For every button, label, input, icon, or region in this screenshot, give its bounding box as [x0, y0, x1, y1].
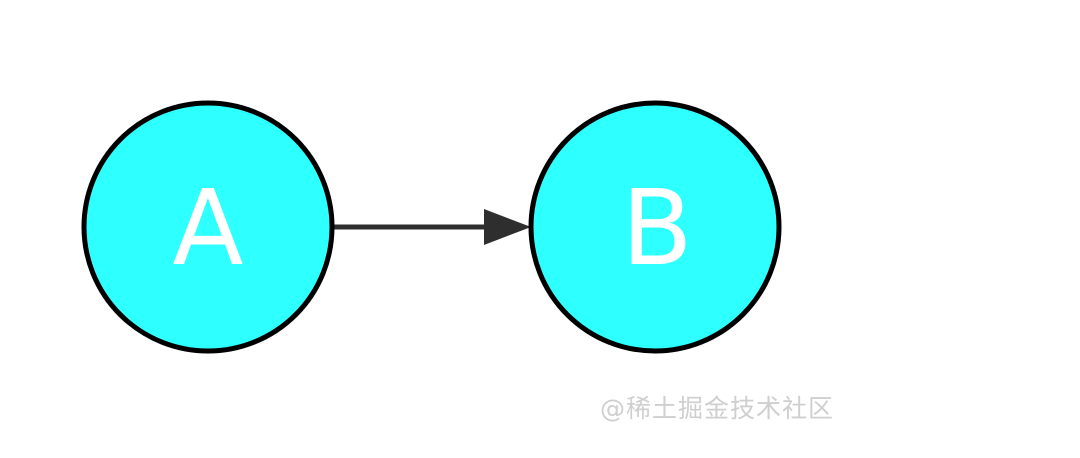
node-a-label: A: [172, 167, 243, 289]
node-a: A: [81, 100, 335, 354]
node-b-label: B: [621, 167, 692, 289]
node-a-circle: [81, 100, 335, 354]
arrowhead-icon: [484, 209, 531, 245]
node-b-circle: [528, 100, 782, 354]
watermark-text: @稀土掘金技术社区: [600, 394, 835, 423]
node-b: B: [528, 100, 782, 354]
edge-a-to-b: [332, 209, 531, 245]
